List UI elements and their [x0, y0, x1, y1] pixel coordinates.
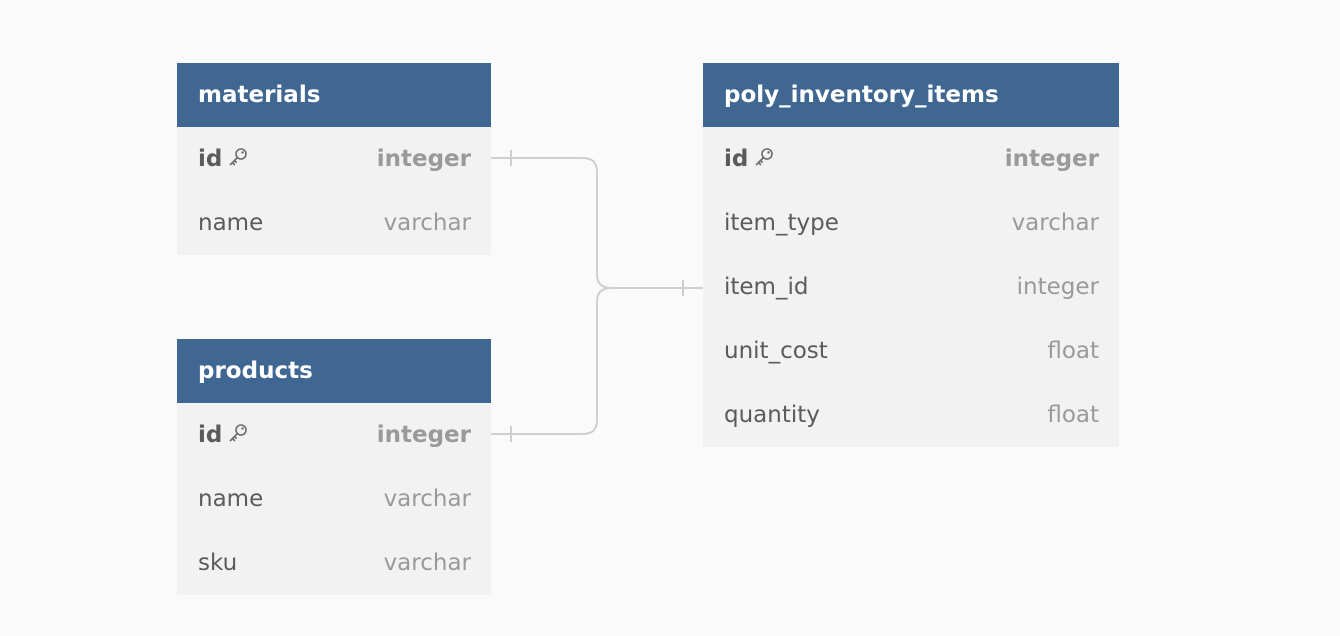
field-type: float — [1047, 338, 1099, 364]
field-row-id[interactable]: id integer — [177, 403, 491, 467]
field-name: quantity — [724, 402, 820, 428]
field-name: name — [198, 486, 264, 512]
key-icon — [230, 423, 248, 441]
key-icon — [756, 147, 774, 165]
field-type: float — [1047, 402, 1099, 428]
field-type: integer — [376, 146, 471, 172]
table-products[interactable]: products id integer name varchar sku var… — [177, 339, 491, 595]
field-type: varchar — [383, 486, 471, 512]
field-row-id[interactable]: id integer — [703, 127, 1119, 191]
table-header[interactable]: poly_inventory_items — [703, 63, 1119, 127]
field-row-unit-cost[interactable]: unit_cost float — [703, 319, 1119, 383]
field-row-name[interactable]: name varchar — [177, 191, 491, 255]
field-name: id — [198, 127, 248, 191]
field-type: integer — [376, 422, 471, 448]
relationship-line-products[interactable] — [491, 287, 612, 435]
field-row-name[interactable]: name varchar — [177, 467, 491, 531]
field-row-id[interactable]: id integer — [177, 127, 491, 191]
field-row-quantity[interactable]: quantity float — [703, 383, 1119, 447]
field-type: integer — [1016, 274, 1099, 300]
field-name: item_type — [724, 210, 839, 236]
field-name: id — [724, 127, 774, 191]
field-row-item-id[interactable]: item_id integer — [703, 255, 1119, 319]
table-header[interactable]: products — [177, 339, 491, 403]
table-materials[interactable]: materials id integer name varchar — [177, 63, 491, 255]
relationship-line-materials[interactable] — [491, 157, 703, 289]
table-poly-inventory-items[interactable]: poly_inventory_items id integer item_typ… — [703, 63, 1119, 447]
field-row-item-type[interactable]: item_type varchar — [703, 191, 1119, 255]
table-header[interactable]: materials — [177, 63, 491, 127]
field-type: varchar — [383, 210, 471, 236]
field-type: varchar — [1011, 210, 1099, 236]
field-name: unit_cost — [724, 338, 828, 364]
field-name: name — [198, 210, 264, 236]
field-name: id — [198, 403, 248, 467]
field-name: item_id — [724, 274, 809, 300]
field-type: varchar — [383, 550, 471, 576]
field-name: sku — [198, 550, 238, 576]
field-row-sku[interactable]: sku varchar — [177, 531, 491, 595]
field-type: integer — [1004, 146, 1099, 172]
key-icon — [230, 147, 248, 165]
